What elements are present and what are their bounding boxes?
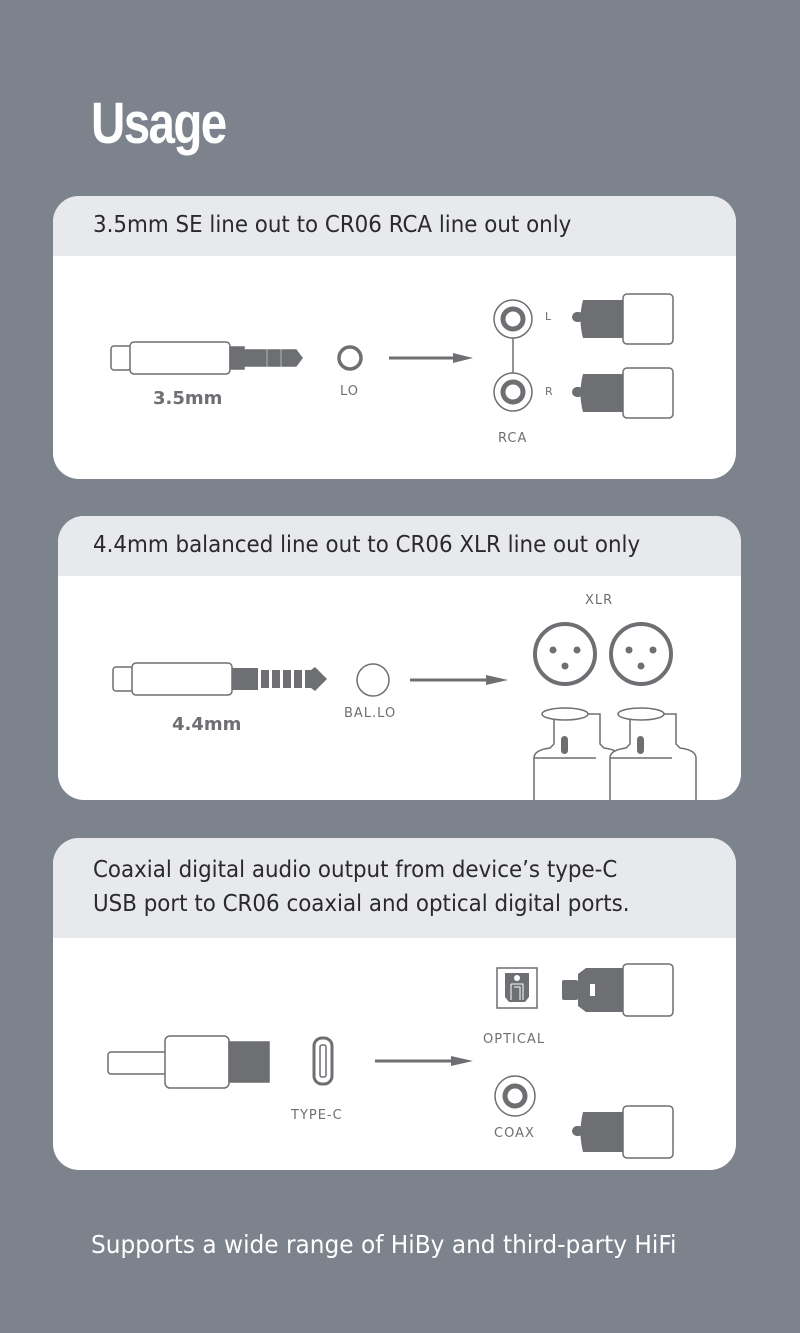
xlr-jack-icon bbox=[533, 622, 673, 686]
card-heading-text: 4.4mm balanced line out to CR06 XLR line… bbox=[93, 532, 641, 558]
card-heading-text: 3.5mm SE line out to CR06 RCA line out o… bbox=[93, 212, 572, 238]
lo-port-icon bbox=[337, 345, 363, 371]
3.5mm-plug-icon bbox=[110, 341, 303, 375]
group-label: RCA bbox=[498, 431, 528, 446]
usage-card-xlr: 4.4mm balanced line out to CR06 XLR line… bbox=[58, 516, 741, 800]
card-heading: 3.5mm SE line out to CR06 RCA line out o… bbox=[53, 196, 736, 256]
card-heading-line-1: Coaxial digital audio output from device… bbox=[93, 857, 618, 883]
port-label-coax: COAX bbox=[494, 1126, 535, 1141]
rca-jack-icon bbox=[493, 299, 533, 412]
diagram-xlr: 4.4mm BAL.LO XLR bbox=[58, 576, 741, 800]
toslink-plug-icon bbox=[562, 963, 674, 1017]
plug-label: 3.5mm bbox=[153, 388, 223, 409]
arrow-right-icon bbox=[410, 675, 508, 685]
type-c-port-icon bbox=[312, 1036, 334, 1086]
group-label: XLR bbox=[585, 593, 614, 608]
port-label: BAL.LO bbox=[344, 706, 397, 721]
port-label-r: R bbox=[545, 385, 554, 398]
page-title: Usage bbox=[91, 91, 227, 156]
footer-text: Supports a wide range of HiBy and third-… bbox=[91, 1230, 677, 1259]
arrow-right-icon bbox=[375, 1056, 473, 1066]
port-label-l: L bbox=[545, 310, 553, 323]
rca-plug-icon bbox=[572, 293, 674, 419]
port-label: LO bbox=[340, 384, 360, 399]
coax-port-icon bbox=[494, 1075, 536, 1117]
card-heading: 4.4mm balanced line out to CR06 XLR line… bbox=[58, 516, 741, 576]
arrow-right-icon bbox=[389, 353, 473, 363]
rca-plug-icon bbox=[572, 1105, 674, 1159]
bal-lo-port-icon bbox=[356, 663, 390, 697]
xlr-plug-icon bbox=[533, 707, 697, 800]
diagram-digital: TYPE-C OPTICAL COAX bbox=[53, 938, 736, 1170]
usage-card-digital: Coaxial digital audio output from device… bbox=[53, 838, 736, 1170]
usage-card-rca: 3.5mm SE line out to CR06 RCA line out o… bbox=[53, 196, 736, 479]
usb-c-plug-icon bbox=[107, 1035, 270, 1089]
diagram-rca: 3.5mm LO L R RCA bbox=[53, 256, 736, 479]
optical-port-icon bbox=[496, 967, 538, 1009]
port-label: TYPE-C bbox=[291, 1108, 343, 1123]
4.4mm-plug-icon bbox=[112, 662, 327, 696]
card-heading: Coaxial digital audio output from device… bbox=[53, 838, 736, 938]
plug-label: 4.4mm bbox=[172, 714, 242, 735]
port-label-optical: OPTICAL bbox=[483, 1032, 546, 1047]
card-heading-line-2: USB port to CR06 coaxial and optical dig… bbox=[93, 891, 630, 917]
